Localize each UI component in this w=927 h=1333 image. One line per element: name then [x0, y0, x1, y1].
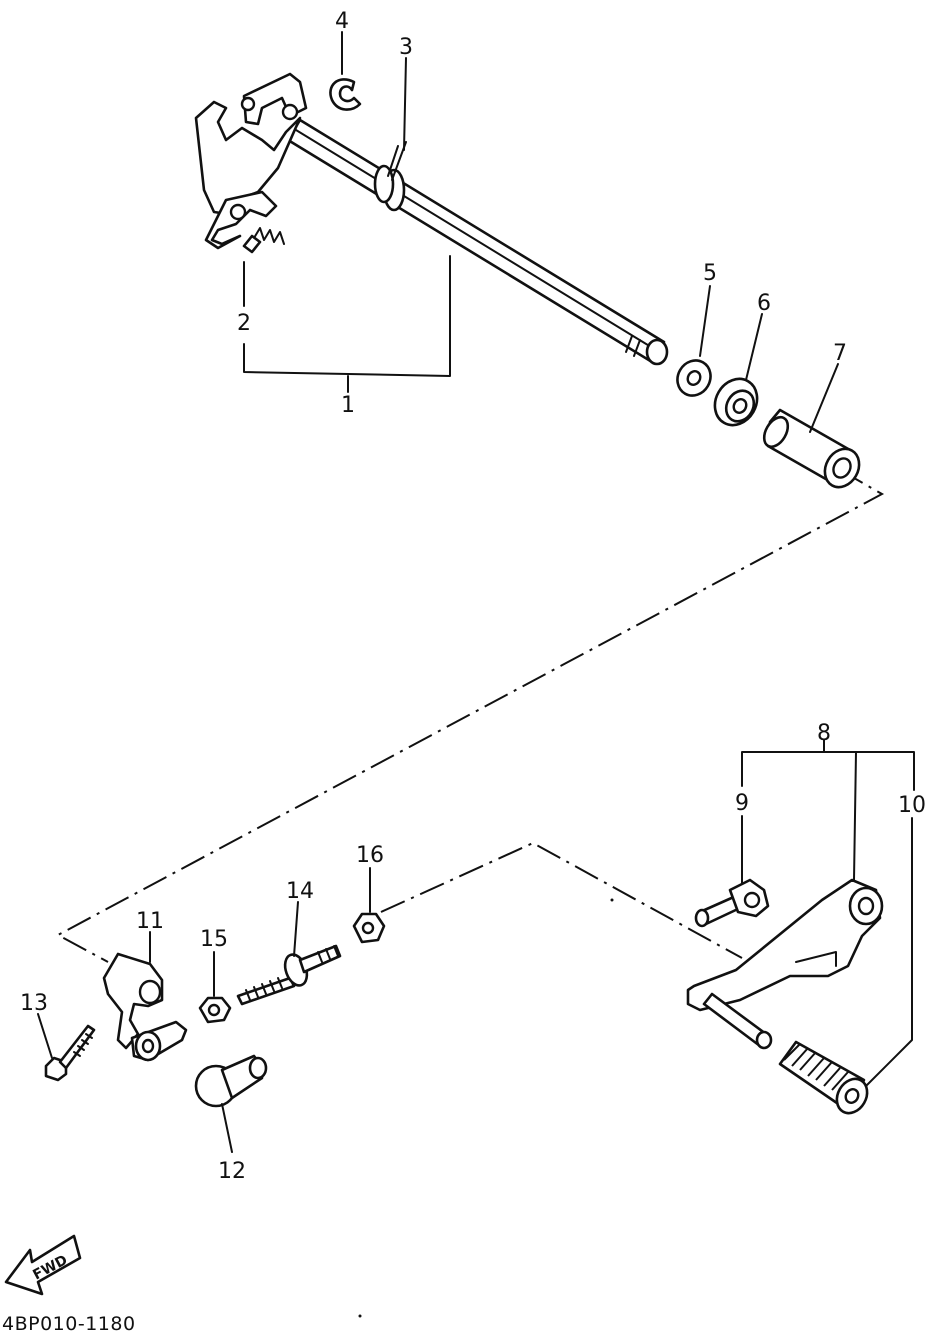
callout-14: 14	[286, 879, 314, 904]
scan-speck	[610, 898, 614, 902]
forward-direction-badge: FWD	[4, 1234, 82, 1296]
part-16-nut	[352, 912, 386, 944]
part-8-shift-pedal	[686, 878, 884, 1050]
part-6-oil-seal	[713, 377, 759, 427]
part-5-washer	[676, 359, 712, 397]
callout-2: 2	[237, 311, 251, 336]
leader-lines	[37, 31, 915, 1153]
callout-9: 9	[735, 791, 749, 816]
callout-15: 15	[200, 927, 228, 952]
drawing-code: 4BP010-1180	[2, 1313, 136, 1333]
part-11-shift-arm	[102, 952, 188, 1062]
callout-4: 4	[335, 9, 349, 34]
callout-3: 3	[399, 35, 413, 60]
part-14-adjuster-rod	[236, 944, 342, 1006]
callout-16: 16	[356, 843, 384, 868]
assembly-line-shaft-to-arm	[55, 469, 885, 963]
part-9-rod-end	[694, 878, 770, 928]
callout-5: 5	[703, 261, 717, 286]
scan-speck	[358, 1314, 362, 1318]
forward-arrow-icon	[4, 1234, 82, 1296]
callout-13: 13	[20, 991, 48, 1016]
part-13-bolt	[44, 1024, 96, 1082]
callout-1: 1	[341, 393, 355, 418]
part-7-collar	[762, 408, 861, 489]
callout-10: 10	[898, 793, 926, 818]
part-15-nut	[198, 996, 232, 1024]
part-4-circlip	[329, 78, 362, 111]
part-10-pedal-rubber	[778, 1040, 869, 1115]
callout-6: 6	[757, 291, 771, 316]
callout-8: 8	[817, 721, 831, 746]
part-1-shift-shaft	[194, 72, 669, 366]
assembly-line-16-to-pedal	[380, 841, 743, 959]
callout-7: 7	[833, 341, 847, 366]
part-12-ball-joint	[194, 1054, 268, 1108]
callouts: 1 2 3 4 5 6 7 8 9 10 11 12 13 14 15 16	[20, 9, 926, 1184]
callout-11: 11	[136, 909, 164, 934]
callout-12: 12	[218, 1159, 246, 1184]
